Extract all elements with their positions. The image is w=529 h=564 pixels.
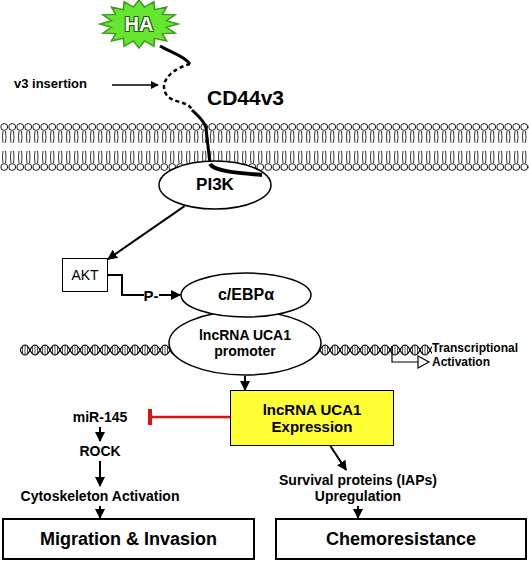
variant-exon-loop	[164, 64, 192, 110]
lipid-bilayer	[0, 122, 529, 172]
pathway-step: Cytoskeleton Activation	[5, 486, 195, 506]
edge-label: P-	[144, 288, 159, 303]
open-arrowhead	[418, 356, 429, 368]
outcome-box: Migration & Invasion	[2, 518, 255, 560]
node-text: ROCK	[79, 443, 120, 459]
node-text: Migration & Invasion	[40, 529, 217, 550]
arrow-connector	[357, 506, 359, 518]
ellipse-shape	[181, 273, 311, 317]
annotation-label: Transcriptional Activation	[432, 342, 528, 370]
arrow-connector	[330, 446, 346, 470]
ellipse-shape	[169, 311, 321, 375]
promoter-ellipse: lncRNA UCA1 promoter	[168, 310, 322, 376]
pointer-arrow	[112, 84, 158, 86]
annotation-label: v3 insertion	[14, 77, 112, 92]
arrow-connector	[99, 461, 101, 486]
node-text: lncRNA UCA1 promoter	[189, 327, 301, 359]
pathway-step: ROCK	[70, 441, 130, 461]
node-text: AKT	[71, 267, 98, 283]
expression-box: lncRNA UCA1 Expression	[230, 390, 394, 446]
kinase-ellipse: PI3K	[158, 160, 272, 210]
node-text: HA	[125, 13, 154, 36]
arrow-connector	[99, 506, 101, 518]
node-text: PI3K	[196, 175, 234, 195]
ellipse-shape	[159, 161, 271, 209]
starburst-shape	[100, 0, 178, 48]
ligand-starburst: HA	[100, 0, 178, 48]
inhibition-connector	[150, 416, 230, 419]
outcome-box: Chemoresistance	[275, 518, 527, 560]
arrow-connector	[244, 376, 246, 390]
pathway-step: miR-145	[50, 407, 150, 427]
pathway-step: Survival proteins (IAPs) Upregulation	[258, 470, 458, 506]
node-text: c/EBPα	[218, 286, 274, 304]
node-text: lncRNA UCA1 Expression	[247, 401, 377, 436]
node-text: miR-145	[73, 409, 127, 425]
receptor-chain	[160, 46, 190, 64]
transcription-arrow	[392, 346, 418, 362]
arrow-connector	[99, 427, 101, 441]
node-text: Cytoskeleton Activation	[21, 488, 180, 504]
kinase-box: AKT	[62, 258, 108, 292]
arrow-connector	[108, 206, 184, 259]
node-text: Survival proteins (IAPs) Upregulation	[258, 472, 458, 504]
transcription-factor-ellipse: c/EBPα	[180, 272, 312, 318]
node-text: Chemoresistance	[326, 529, 476, 550]
receptor-chain	[192, 110, 210, 164]
protein-name: CD44v3	[207, 86, 317, 110]
